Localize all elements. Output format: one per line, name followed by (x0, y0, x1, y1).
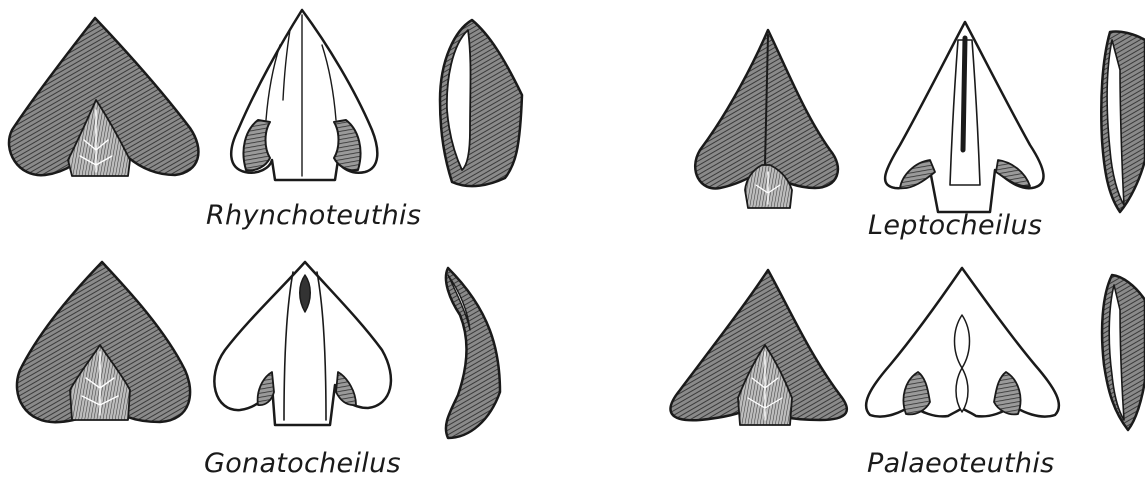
gonatocheilus-jaw-group (17, 262, 500, 438)
rhynchoteuthis-jaw-group (9, 10, 522, 186)
palaeoteuthis-lateral-view (1102, 275, 1145, 430)
palaeoteuthis-ventral-view (866, 268, 1059, 417)
genus-label-rhynchoteuthis: Rhynchoteuthis (206, 200, 421, 231)
leptocheilus-lateral-view (1101, 31, 1145, 212)
genus-label-leptocheilus: Leptocheilus (868, 210, 1042, 241)
rhynchoteuthis-ventral-view (231, 10, 377, 180)
genus-label-palaeoteuthis: Palaeoteuthis (867, 448, 1054, 479)
leptocheilus-dorsal-view (695, 30, 838, 208)
gonatocheilus-ventral-view (214, 262, 391, 425)
gonatocheilus-dorsal-view (17, 262, 190, 422)
leptocheilus-ventral-view (885, 22, 1043, 212)
palaeoteuthis-jaw-group (670, 268, 1145, 430)
rhynchoteuthis-dorsal-view (9, 18, 198, 176)
rhynchoteuthis-lateral-view (440, 20, 522, 186)
gonatocheilus-lateral-view (446, 268, 500, 438)
genus-label-gonatocheilus: Gonatocheilus (204, 448, 401, 479)
palaeoteuthis-dorsal-view (670, 270, 846, 425)
leptocheilus-jaw-group (695, 22, 1145, 212)
